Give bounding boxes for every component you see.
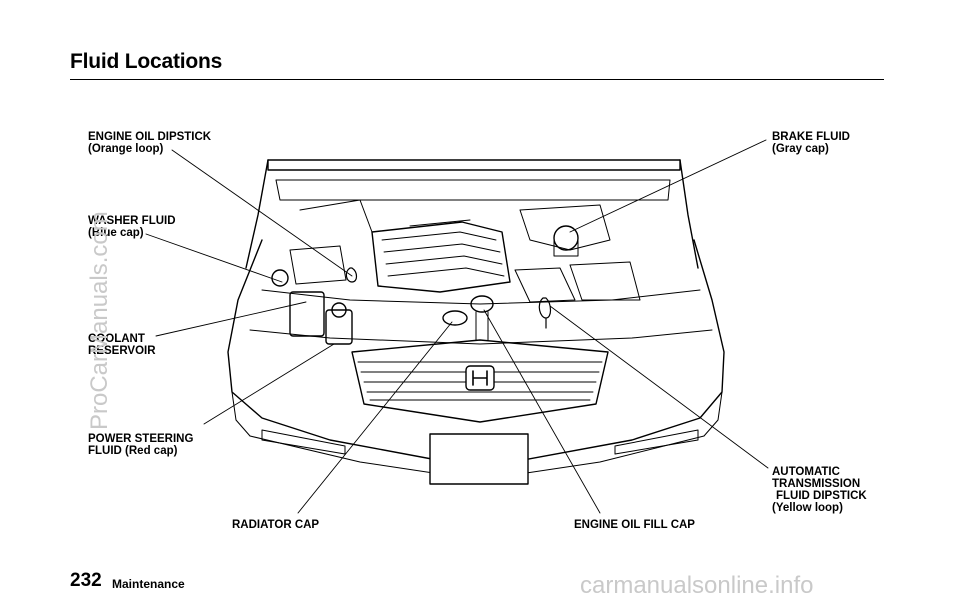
- label-line: (Gray cap): [772, 143, 829, 155]
- label-line: ENGINE OIL FILL CAP: [574, 519, 695, 531]
- label-line: RESERVOIR: [88, 345, 156, 357]
- label-line: POWER STEERING: [88, 433, 194, 445]
- label-line: AUTOMATIC: [772, 466, 840, 478]
- label-brake-fluid: BRAKE FLUID (Gray cap): [772, 131, 850, 155]
- label-automatic-transmission: AUTOMATIC TRANSMISSION FLUID DIPSTICK (Y…: [772, 466, 867, 514]
- grille: [351, 339, 609, 423]
- bottom-watermark: carmanualsonline.info: [580, 572, 814, 599]
- section-name: Maintenance: [112, 577, 185, 591]
- label-line: FLUID DIPSTICK: [776, 490, 867, 502]
- label-line: FLUID (Red cap): [88, 445, 178, 457]
- label-washer-fluid: WASHER FLUID (Blue cap): [88, 215, 176, 239]
- page-title: Fluid Locations: [70, 50, 223, 73]
- label-line: TRANSMISSION: [772, 478, 861, 490]
- label-line: RADIATOR CAP: [232, 519, 320, 531]
- label-line: WASHER FLUID: [88, 215, 176, 227]
- label-radiator-cap: RADIATOR CAP: [232, 519, 319, 531]
- label-line: COOLANT: [88, 333, 145, 345]
- label-line: (Orange loop): [88, 143, 164, 155]
- side-watermark: ProCarManuals.com: [86, 211, 113, 430]
- label-engine-oil-dipstick: ENGINE OIL DIPSTICK (Orange loop): [88, 131, 211, 155]
- hood-outline: [267, 159, 681, 171]
- license-plate: [429, 433, 529, 485]
- label-power-steering: POWER STEERING FLUID (Red cap): [88, 433, 193, 457]
- engine-cover: [371, 221, 511, 293]
- label-line: (Yellow loop): [772, 502, 843, 514]
- label-line: BRAKE FLUID: [772, 131, 850, 143]
- label-line: (Blue cap): [88, 227, 144, 239]
- label-line: ENGINE OIL DIPSTICK: [88, 131, 212, 143]
- title-rule: [70, 79, 884, 80]
- label-engine-oil-fill-cap: ENGINE OIL FILL CAP: [574, 519, 695, 531]
- label-coolant-reservoir: COOLANT RESERVOIR: [88, 333, 156, 357]
- page-number: 232: [70, 570, 102, 591]
